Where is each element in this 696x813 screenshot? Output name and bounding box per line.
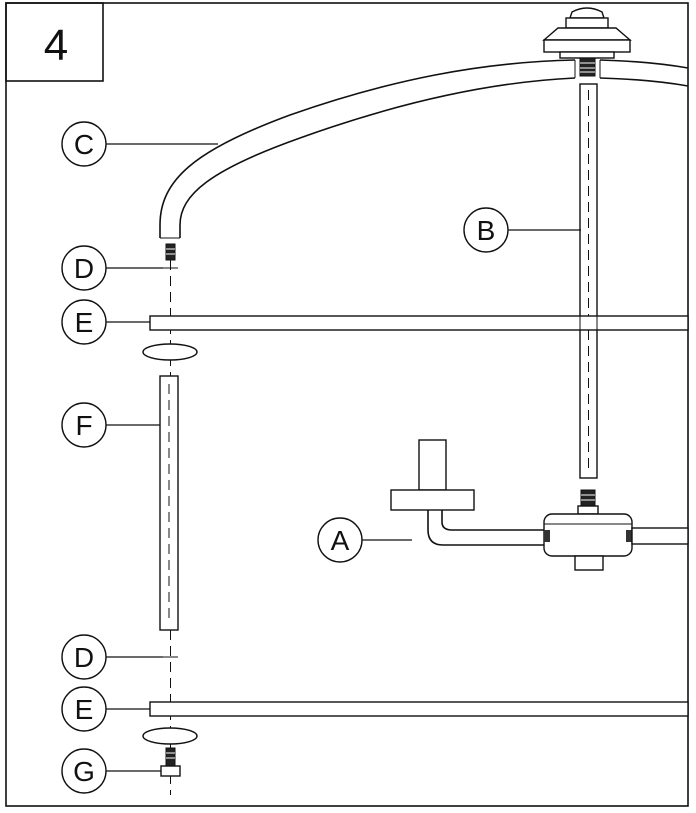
callout-label-e-bottom: E — [75, 694, 94, 725]
callout-label-f: F — [75, 410, 92, 441]
callout-label-c: C — [74, 129, 94, 160]
callout-d-bottom: D — [61, 634, 163, 680]
callout-label-d-top: D — [74, 253, 94, 284]
callout-label-a: A — [331, 525, 350, 556]
bolt-g — [160, 747, 181, 777]
washer-bottom — [142, 727, 198, 745]
callout-e-top: E — [61, 299, 150, 345]
arm-a — [390, 439, 544, 546]
hub-connector — [577, 489, 599, 515]
step-number: 4 — [44, 21, 68, 70]
tube-f — [159, 375, 179, 631]
callout-g: G — [61, 748, 161, 794]
hub-body — [543, 513, 689, 571]
crossbar-e-bottom — [149, 701, 689, 717]
connector-d-top — [165, 243, 176, 261]
callout-label-g: G — [73, 756, 95, 787]
callout-label-e-top: E — [75, 307, 94, 338]
curved-arm-c — [159, 59, 689, 239]
callout-a: A — [317, 517, 412, 563]
crossbar-e-top — [149, 315, 689, 331]
callout-d-top: D — [61, 245, 163, 291]
diagram-frame — [5, 2, 689, 807]
callout-label-d-bottom: D — [74, 642, 94, 673]
step-number-box: 4 — [5, 2, 104, 82]
callout-f: F — [61, 402, 160, 448]
washer-top — [142, 343, 198, 361]
down-rod-b — [579, 83, 598, 479]
callout-c: C — [61, 121, 218, 167]
ceiling-canopy — [542, 7, 632, 77]
callout-b: B — [463, 207, 581, 253]
callout-label-b: B — [477, 215, 496, 246]
callout-e-bottom: E — [61, 686, 150, 732]
